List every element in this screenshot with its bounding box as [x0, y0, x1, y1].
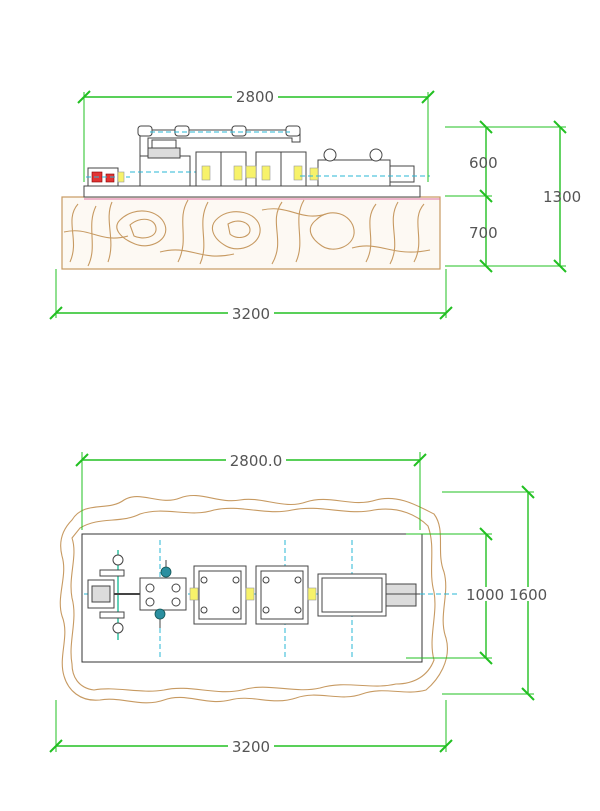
- wood-foundation: [61, 196, 441, 270]
- pump-housing-1: [195, 151, 247, 187]
- plan-pump-housing-1: [189, 565, 255, 625]
- plan-valve-manifold: [87, 550, 140, 640]
- side-bottom-width-label: 3200: [232, 305, 270, 323]
- plan-intermediate-unit: [139, 560, 187, 628]
- side-dimension-top: 2800: [77, 88, 435, 182]
- side-base-skid: [83, 185, 421, 198]
- plan-inner-width-label: 1000: [466, 586, 504, 604]
- plan-bottom-width-label: 3200: [232, 738, 270, 756]
- overhead-pipework: [137, 125, 301, 161]
- plan-dimension-top: 2800.0: [75, 452, 427, 530]
- side-elevation-view: 2800 3200 600 700 1300: [49, 88, 581, 323]
- side-motor: [300, 148, 430, 187]
- side-total-height-label: 1300: [543, 188, 581, 206]
- side-foundation-height-label: 700: [469, 224, 498, 242]
- side-top-width-label: 2800: [236, 88, 274, 106]
- plan-dimension-bottom: 3200: [49, 700, 453, 756]
- plan-wood-outline: [59, 494, 448, 704]
- pump-housing-2: [245, 151, 307, 187]
- plan-dimension-right: 1000 1600: [406, 485, 548, 701]
- left-valve-cluster: [86, 167, 130, 187]
- intermediate-unit: [130, 139, 200, 187]
- side-dimension-bottom: 3200: [49, 269, 453, 323]
- plan-view: 2800.0 3200 1000 1600: [49, 452, 548, 756]
- plan-top-width-label: 2800.0: [230, 452, 283, 470]
- plan-motor: [317, 573, 420, 617]
- side-dimension-right: 600 700 1300: [445, 120, 581, 273]
- plan-base-skid: [81, 533, 423, 663]
- plan-outer-width-label: 1600: [509, 586, 547, 604]
- plan-pump-housing-2: [255, 565, 317, 625]
- side-equipment-height-label: 600: [469, 154, 498, 172]
